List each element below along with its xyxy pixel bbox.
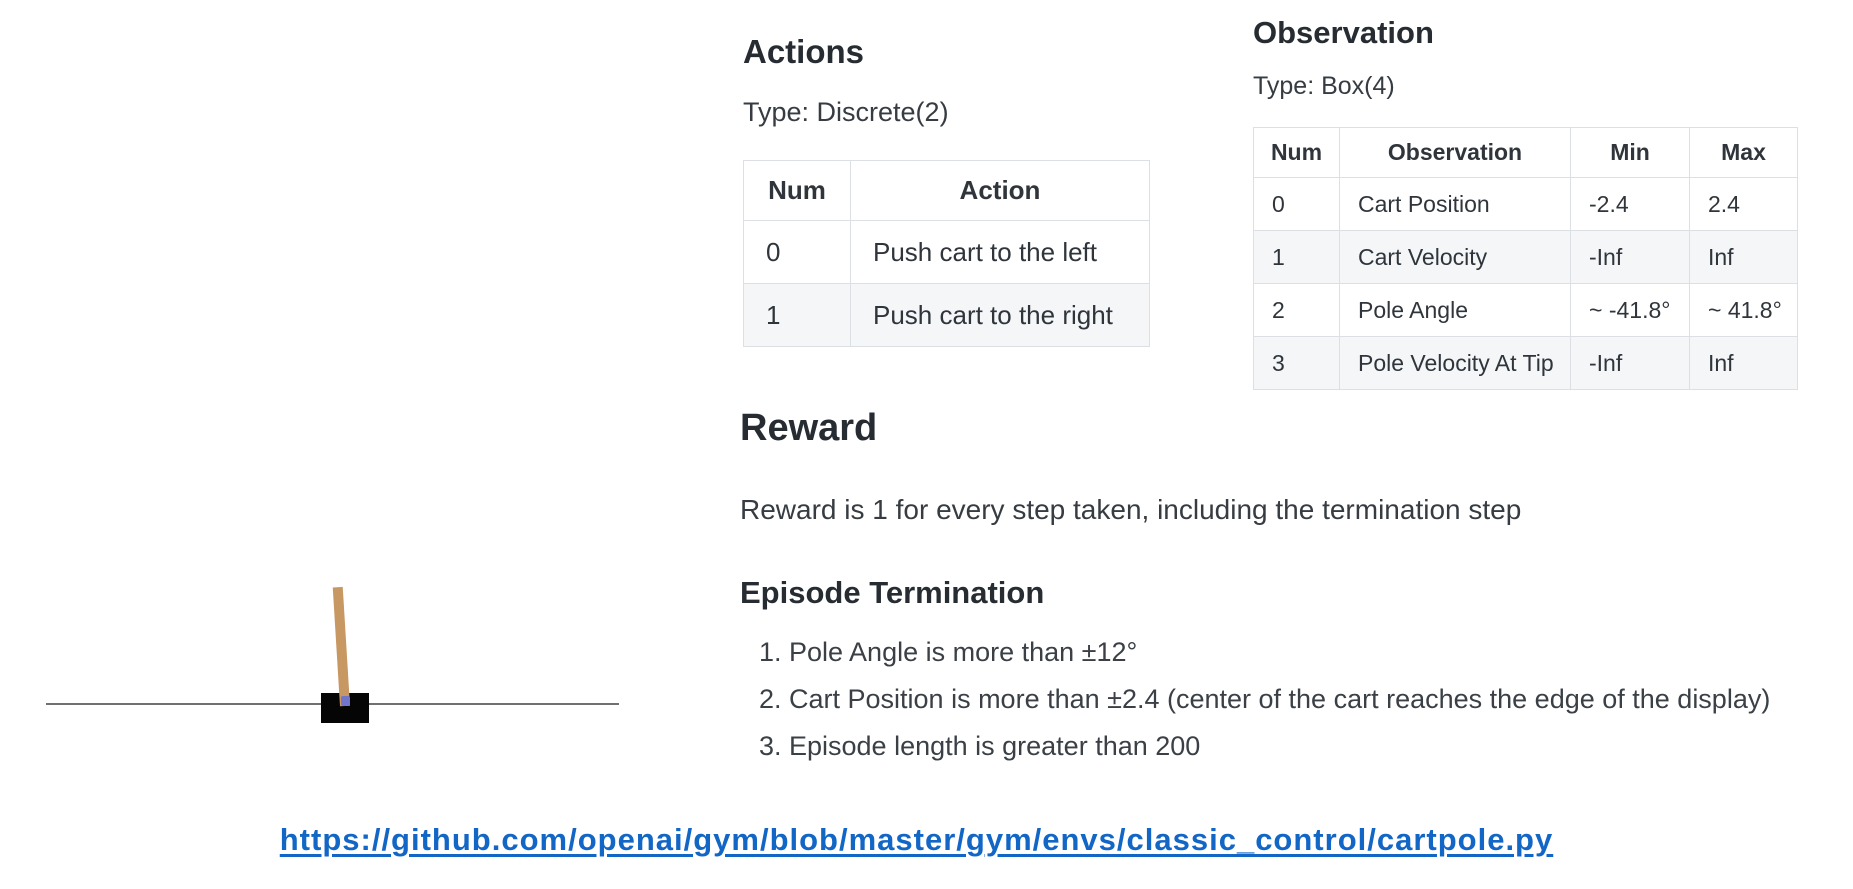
- column-header-action: Action: [850, 160, 1150, 221]
- observation-heading: Observation: [1253, 15, 1434, 50]
- cartpole-render: [0, 280, 660, 723]
- table-cell-num: 3: [1253, 336, 1340, 390]
- column-header-num: Num: [743, 160, 851, 221]
- column-header-num: Num: [1253, 127, 1340, 178]
- table-cell-max: ~ 41.8°: [1689, 283, 1798, 337]
- table-cell-min: -Inf: [1570, 336, 1690, 390]
- column-header-min: Min: [1570, 127, 1690, 178]
- reward-text: Reward is 1 for every step taken, includ…: [740, 494, 1522, 525]
- list-item: Pole Angle is more than ±12°: [789, 636, 1770, 669]
- table-row: 2 Pole Angle ~ -41.8° ~ 41.8°: [1253, 283, 1798, 337]
- table-cell-observation: Cart Velocity: [1339, 230, 1571, 284]
- table-row: 1 Push cart to the right: [743, 283, 1150, 347]
- table-cell-num: 1: [1253, 230, 1340, 284]
- episode-termination-list: Pole Angle is more than ±12° Cart Positi…: [740, 636, 1770, 777]
- table-row: 3 Pole Velocity At Tip -Inf Inf: [1253, 336, 1798, 390]
- list-item: Cart Position is more than ±2.4 (center …: [789, 683, 1770, 716]
- table-cell-max: Inf: [1689, 336, 1798, 390]
- table-cell-num: 0: [743, 220, 851, 284]
- table-cell-min: -2.4: [1570, 177, 1690, 231]
- observation-table: Num Observation Min Max 0 Cart Position …: [1253, 127, 1798, 390]
- episode-termination-heading: Episode Termination: [740, 575, 1045, 610]
- actions-type-line: Type: Discrete(2): [743, 97, 949, 127]
- table-cell-num: 1: [743, 283, 851, 347]
- cartpole-pole: [332, 586, 350, 707]
- table-row: 0 Cart Position -2.4 2.4: [1253, 177, 1798, 231]
- observation-table-header-row: Num Observation Min Max: [1253, 127, 1798, 178]
- table-cell-min: -Inf: [1570, 230, 1690, 284]
- actions-table-header-row: Num Action: [743, 160, 1150, 221]
- reward-heading: Reward: [740, 407, 878, 449]
- source-link[interactable]: https://github.com/openai/gym/blob/maste…: [279, 822, 1554, 857]
- cartpole-axle: [341, 696, 350, 706]
- column-header-observation: Observation: [1339, 127, 1571, 178]
- table-cell-min: ~ -41.8°: [1570, 283, 1690, 337]
- column-header-max: Max: [1689, 127, 1798, 178]
- table-cell-num: 2: [1253, 283, 1340, 337]
- actions-heading: Actions: [743, 33, 865, 70]
- table-cell-num: 0: [1253, 177, 1340, 231]
- table-row: 0 Push cart to the left: [743, 220, 1150, 284]
- table-cell-action: Push cart to the left: [850, 220, 1150, 284]
- table-cell-max: 2.4: [1689, 177, 1798, 231]
- observation-type-line: Type: Box(4): [1253, 72, 1395, 100]
- actions-table: Num Action 0 Push cart to the left 1 Pus…: [743, 160, 1150, 347]
- table-cell-action: Push cart to the right: [850, 283, 1150, 347]
- source-link-row: https://github.com/openai/gym/blob/maste…: [0, 822, 1833, 858]
- table-cell-observation: Pole Angle: [1339, 283, 1571, 337]
- list-item: Episode length is greater than 200: [789, 730, 1770, 763]
- table-cell-observation: Cart Position: [1339, 177, 1571, 231]
- table-row: 1 Cart Velocity -Inf Inf: [1253, 230, 1798, 284]
- table-cell-max: Inf: [1689, 230, 1798, 284]
- table-cell-observation: Pole Velocity At Tip: [1339, 336, 1571, 390]
